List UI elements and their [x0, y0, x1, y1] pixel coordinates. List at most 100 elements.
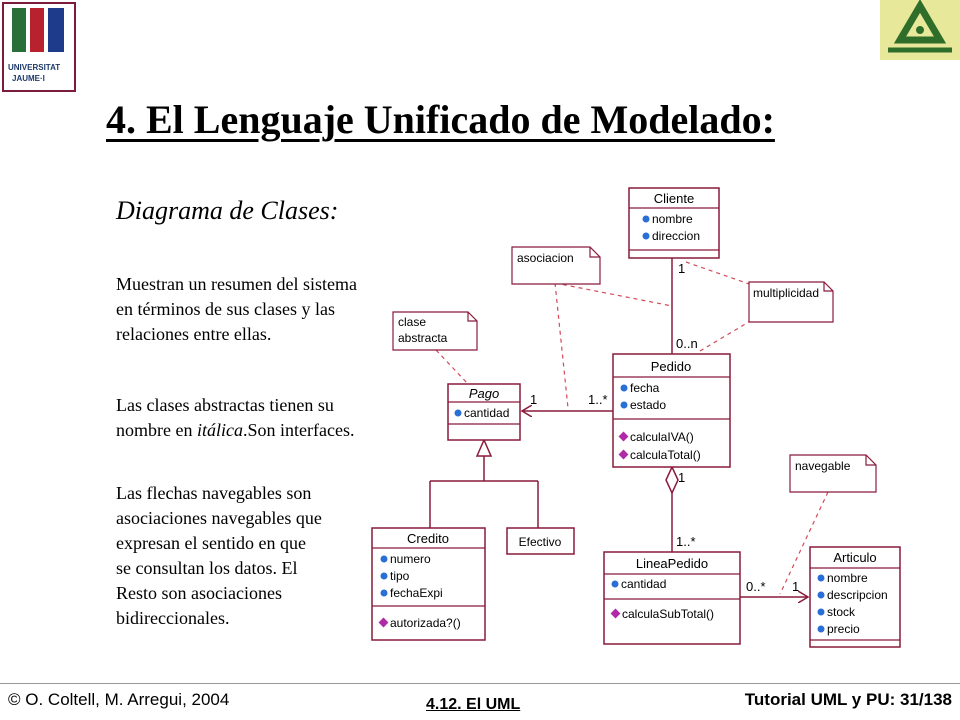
logo-stripe-blue: [48, 8, 64, 52]
class-attribute: cantidad: [464, 406, 509, 420]
multiplicity-label: 1..*: [588, 392, 608, 407]
class-box: [612, 353, 731, 468]
class-attribute: nombre: [652, 212, 693, 226]
paragraph-navigable-line: expresan el sentido en que: [116, 533, 306, 553]
multiplicity-label: 1: [792, 579, 799, 594]
multiplicity-label: 1: [678, 470, 685, 485]
note-shape: [748, 281, 834, 323]
paragraph-abstract-line: Las clases abstractas tienen su: [116, 395, 334, 415]
aggregation-diamond-icon: [665, 465, 679, 495]
class-attribute: fecha: [630, 381, 660, 395]
footer-page-number: Tutorial UML y PU: 31/138: [744, 690, 952, 709]
class-credito: Credito numero tipo fechaExpi autorizada…: [371, 527, 486, 641]
class-cliente: Cliente nombre direccion: [628, 187, 720, 259]
attribute-icon: [380, 572, 388, 580]
class-articulo: Articulo nombre descripcion stock precio: [809, 546, 901, 648]
class-name: Efectivo: [519, 535, 562, 549]
logo-text-line2: JAUME·I: [12, 74, 45, 83]
note-fold: [467, 312, 477, 322]
multiplicity-label: 0..*: [746, 579, 766, 594]
note-fold: [589, 247, 600, 258]
paragraph-navigable-line: bidireccionales.: [116, 608, 230, 628]
paragraph-summary-line: en términos de sus clases y las: [116, 299, 335, 319]
attribute-icon: [620, 401, 628, 409]
class-box: [603, 551, 741, 645]
class-attribute: numero: [390, 552, 431, 566]
attribute-icon: [380, 589, 388, 597]
attribute-icon: [817, 591, 825, 599]
paragraph-navigable-line: asociaciones navegables que: [116, 508, 322, 528]
generalization-triangle-icon: [475, 438, 493, 457]
class-attribute: precio: [827, 622, 860, 636]
operation-icon: [378, 617, 389, 628]
class-attribute: estado: [630, 398, 666, 412]
multiplicity-label: 1..*: [676, 534, 696, 549]
footer-copyright: © O. Coltell, M. Arregui, 2004: [8, 690, 230, 709]
class-operation: calculaSubTotal(): [622, 607, 714, 621]
class-box: [809, 546, 901, 648]
class-name: Pedido: [651, 359, 691, 374]
paragraph-summary-line: relaciones entre ellas.: [116, 324, 272, 344]
note-shape: [392, 311, 478, 351]
class-attribute: stock: [827, 605, 856, 619]
note-link-navegable: [779, 491, 829, 595]
class-name: Pago: [469, 386, 499, 401]
class-attribute: nombre: [827, 571, 868, 585]
note-link-asociacion-2: [554, 282, 569, 409]
multiplicity-labels: 1 0..n 1 1..* 1 1..* 0..* 1: [530, 261, 799, 594]
paragraph-abstract-line: nombre en itálica.Son interfaces.: [116, 418, 416, 443]
class-name: Credito: [407, 531, 449, 546]
slide-title: 4. El Lenguaje Unificado de Modelado:: [106, 97, 775, 142]
multiplicity-label: 1: [678, 261, 685, 276]
paragraph-abstract-text: nombre en: [116, 420, 197, 440]
logo-triangle-icon: [893, 0, 947, 44]
note-shape: [511, 246, 601, 285]
attribute-icon: [642, 232, 650, 240]
class-efectivo: Efectivo: [506, 527, 575, 555]
class-attribute: direccion: [652, 229, 700, 243]
note-clase-abstracta: clase abstracta: [392, 311, 478, 351]
note-fold: [865, 455, 876, 466]
note-fold: [823, 282, 833, 292]
attribute-icon: [817, 574, 825, 582]
note-text: asociacion: [517, 251, 574, 265]
note-link-clase-abstracta: [435, 349, 469, 385]
class-operation: calculaTotal(): [630, 448, 701, 462]
logo-text-line1: UNIVERSITAT: [8, 63, 60, 72]
class-operation: autorizada?(): [390, 616, 461, 630]
operation-icon: [618, 449, 629, 460]
attribute-icon: [620, 384, 628, 392]
class-name: Articulo: [833, 550, 876, 565]
multiplicity-label: 0..n: [676, 336, 698, 351]
note-text: multiplicidad: [753, 286, 819, 300]
class-attribute: cantidad: [621, 577, 666, 591]
university-logo-mark: UNIVERSITAT JAUME·I: [8, 8, 64, 83]
paragraph-navigable-line: se consultan los datos. El: [116, 558, 298, 578]
footer-divider: [0, 683, 960, 684]
department-logo: [880, 0, 960, 60]
class-pedido: Pedido fecha estado calculaIVA() calcula…: [612, 353, 731, 468]
attribute-icon: [380, 555, 388, 563]
attribute-icon: [642, 215, 650, 223]
paragraph-navigable-line: Las flechas navegables son: [116, 483, 312, 503]
attribute-icon: [817, 608, 825, 616]
note-link-asociacion: [554, 282, 673, 307]
note-text: abstracta: [398, 331, 448, 345]
note-asociacion: asociacion: [511, 246, 601, 285]
note-text: clase: [398, 315, 426, 329]
class-name: LineaPedido: [636, 556, 708, 571]
class-attribute: tipo: [390, 569, 410, 583]
class-attribute: descripcion: [827, 588, 888, 602]
relationships: [429, 258, 829, 597]
class-box: [506, 527, 575, 555]
class-operation: calculaIVA(): [630, 430, 694, 444]
paragraph-summary: Muestran un resumen del sistema en térmi…: [116, 272, 416, 347]
logo-stripe-green: [12, 8, 26, 52]
note-navegable: navegable: [789, 454, 877, 493]
logo-stripe-red: [30, 8, 44, 52]
paragraph-abstract-classes: Las clases abstractas tienen su nombre e…: [116, 393, 416, 443]
class-pago: Pago cantidad: [447, 383, 521, 441]
attribute-icon: [611, 580, 619, 588]
paragraph-navigable-line: Resto son asociaciones: [116, 583, 282, 603]
